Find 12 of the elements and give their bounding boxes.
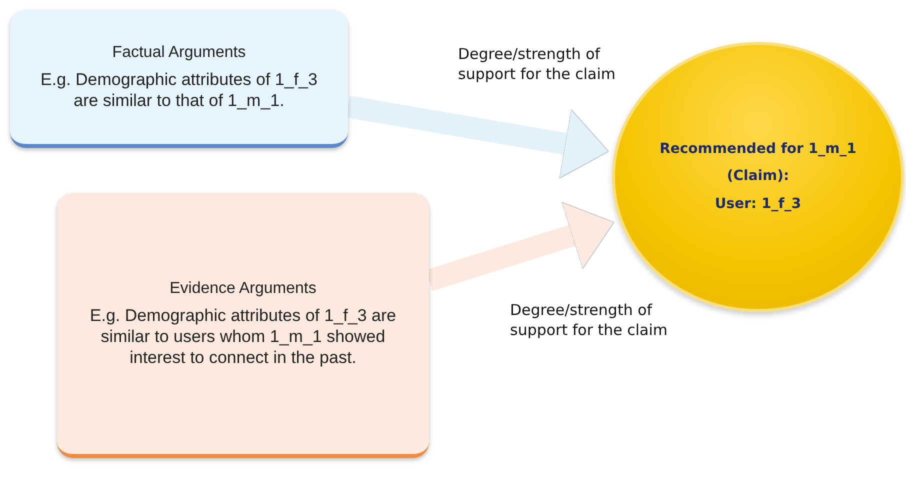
box-heading: Evidence Arguments (170, 278, 316, 299)
argument-box (10, 10, 348, 148)
block-arrow (346, 96, 609, 179)
argument-box (57, 193, 429, 458)
edge-label: Degree/strength of support for the claim (458, 44, 617, 84)
edge-label: Degree/strength of support for the claim (510, 300, 669, 340)
box-heading: Factual Arguments (112, 42, 246, 63)
box-body: E.g. Demographic attributes of 1_f_3 are similar to that of 1_m_1. (40, 68, 318, 112)
claim-text: User: 1_f_3 (714, 196, 802, 214)
claim-text: Recommended for 1_m_1 (660, 140, 856, 158)
claim-text: (Claim): (726, 168, 790, 186)
box-body: E.g. Demographic attributes of 1_f_3 are similar to users whom 1_m_1 showed interest to connect in the past. (88, 304, 398, 368)
